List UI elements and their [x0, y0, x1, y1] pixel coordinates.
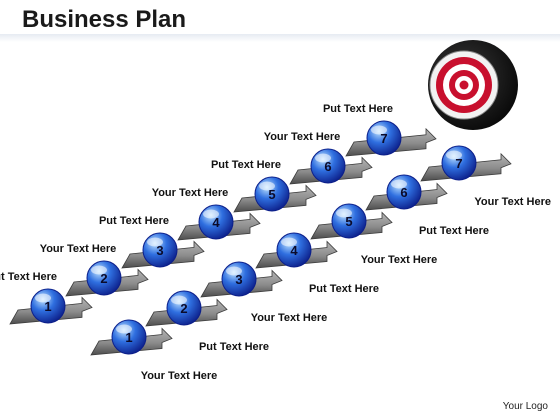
row-2-step-4-label: Put Text Here [309, 283, 379, 295]
row-1-step-4-ball: 4 [198, 204, 234, 240]
row-2-step-2-number: 2 [180, 301, 187, 316]
row-1-step-4-label: Your Text Here [152, 187, 229, 199]
row-2-step-2-label: Put Text Here [199, 341, 269, 353]
row-1-step-3-ball: 3 [142, 232, 178, 268]
row-2-step-7-label: Your Text Here [474, 196, 551, 208]
row-2-step-7-ball: 7 [441, 145, 477, 181]
row-2-step-6-number: 6 [400, 185, 407, 200]
row-1-step-1-label: Put Text Here [0, 271, 57, 283]
row-2-step-1-number: 1 [125, 330, 132, 345]
row-1-step-3-label: Put Text Here [99, 215, 169, 227]
row-2-step-5-label: Your Text Here [361, 254, 438, 266]
footer-logo: Your Logo [502, 401, 548, 412]
row-2-step-3-number: 3 [235, 272, 242, 287]
row-2-step-1-label: Your Text Here [141, 370, 218, 382]
row-2-step-5-number: 5 [345, 214, 352, 229]
row-2-step-7-number: 7 [455, 156, 462, 171]
row-1-step-4-number: 4 [212, 215, 220, 230]
row-1-step-2-label: Your Text Here [40, 243, 117, 255]
row-2-step-1-ball: 1 [111, 319, 147, 355]
row-2-step-4-ball: 4 [276, 232, 312, 268]
row-1-step-7-label: Put Text Here [323, 103, 393, 115]
row-2-step-6-label: Put Text Here [419, 225, 489, 237]
row-1-step-1-number: 1 [44, 299, 51, 314]
row-1-step-6-label: Your Text Here [264, 131, 341, 143]
row-2-step-4-number: 4 [290, 243, 298, 258]
row-1-step-5-number: 5 [268, 187, 275, 202]
row-2-step-3-label: Your Text Here [251, 312, 328, 324]
row-1-step-5-label: Put Text Here [211, 159, 281, 171]
page-title: Business Plan [22, 6, 187, 33]
header-divider [0, 34, 560, 42]
row-1-step-2-number: 2 [100, 271, 107, 286]
row-1-step-2-ball: 2 [86, 260, 122, 296]
row-1-step-6-ball: 6 [310, 148, 346, 184]
bullseye-target-icon [428, 40, 518, 130]
row-2-step-3-ball: 3 [221, 261, 257, 297]
row-1-step-6-number: 6 [324, 159, 331, 174]
row-2-step-2-ball: 2 [166, 290, 202, 326]
row-1-step-3-number: 3 [156, 243, 163, 258]
row-1-step-1-ball: 1 [30, 288, 66, 324]
row-1-step-5-ball: 5 [254, 176, 290, 212]
row-2-step-6-ball: 6 [386, 174, 422, 210]
row-2-step-5-ball: 5 [331, 203, 367, 239]
row-1-step-7-number: 7 [380, 131, 387, 146]
row-1-step-7-ball: 7 [366, 120, 402, 156]
